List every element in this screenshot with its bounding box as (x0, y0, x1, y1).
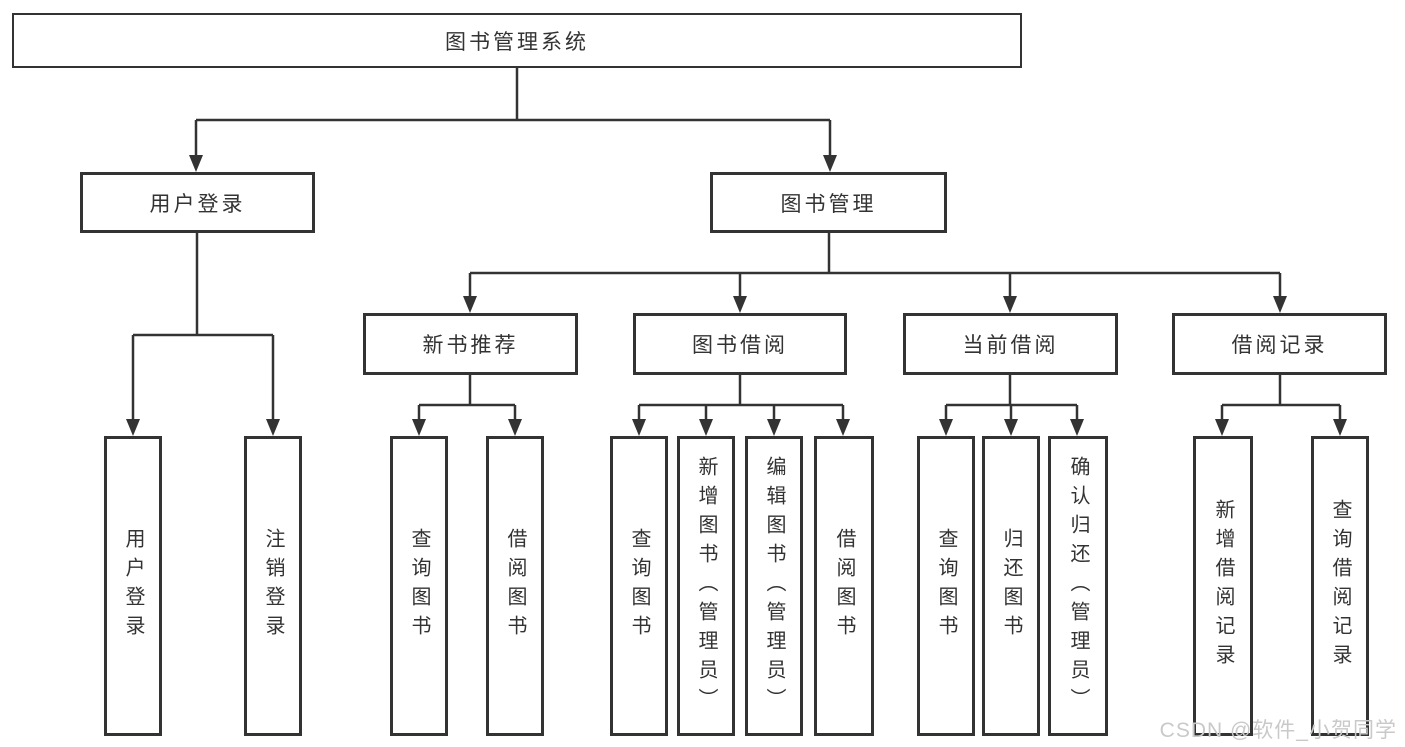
leaf-user-login-label: 用户登录 (122, 528, 144, 644)
node-book-management: 图书管理 (710, 172, 947, 233)
connector-current-borrowing-to-leaves (944, 375, 1079, 421)
leaf-records-query-record-label: 查询借阅记录 (1329, 499, 1351, 673)
leaf-records-add-record-label: 新增借阅记录 (1212, 499, 1234, 673)
leaf-current-return-books: 归还图书 (982, 436, 1040, 736)
node-book-borrowing-label: 图书借阅 (692, 334, 788, 357)
connector-book-management-to-level3 (468, 233, 1282, 298)
connector-root-to-level2 (194, 68, 832, 157)
node-user-login-label: 用户登录 (149, 192, 246, 216)
leaf-borrowing-edit-books-admin-label: 编辑图书（管理员） (763, 455, 785, 717)
leaf-current-query-books-label: 查询图书 (935, 528, 957, 644)
leaf-borrowing-add-books-admin-label: 新增图书（管理员） (695, 455, 717, 717)
leaf-borrowing-add-books-admin: 新增图书（管理员） (677, 436, 735, 736)
leaf-recommend-query-books-label: 查询图书 (408, 528, 430, 644)
arrowheads (126, 155, 1347, 436)
node-library-management-system-label: 图书管理系统 (445, 30, 589, 54)
leaf-logout: 注销登录 (244, 436, 302, 736)
node-book-management-label: 图书管理 (780, 192, 877, 216)
node-current-borrowing: 当前借阅 (903, 313, 1118, 375)
node-library-management-system: 图书管理系统 (12, 13, 1022, 68)
leaf-borrowing-query-books-label: 查询图书 (628, 528, 650, 644)
leaf-borrowing-borrow-books-label: 借阅图书 (833, 528, 855, 644)
leaf-current-return-books-label: 归还图书 (1000, 528, 1022, 644)
connector-user-login-to-leaves (131, 233, 275, 421)
leaf-current-confirm-return-admin: 确认归还（管理员） (1048, 436, 1108, 736)
leaf-records-query-record: 查询借阅记录 (1311, 436, 1369, 736)
node-borrowing-records-label: 借阅记录 (1231, 334, 1328, 357)
leaf-borrowing-borrow-books: 借阅图书 (814, 436, 874, 736)
node-current-borrowing-label: 当前借阅 (962, 334, 1059, 357)
node-book-borrowing: 图书借阅 (633, 313, 847, 375)
connector-new-book-recommend-to-leaves (417, 375, 517, 421)
connector-borrowing-records-to-leaves (1220, 375, 1342, 421)
connector-book-borrowing-to-leaves (637, 375, 845, 421)
leaf-borrowing-edit-books-admin: 编辑图书（管理员） (745, 436, 803, 736)
node-user-login: 用户登录 (80, 172, 315, 233)
leaf-user-login: 用户登录 (104, 436, 162, 736)
leaf-recommend-borrow-books-label: 借阅图书 (504, 528, 526, 644)
node-borrowing-records: 借阅记录 (1172, 313, 1387, 375)
leaf-current-query-books: 查询图书 (917, 436, 975, 736)
csdn-watermark: CSDN @软件_小贺同学 (1159, 719, 1397, 742)
leaf-borrowing-query-books: 查询图书 (610, 436, 668, 736)
leaf-current-confirm-return-admin-label: 确认归还（管理员） (1067, 455, 1089, 717)
leaf-recommend-borrow-books: 借阅图书 (486, 436, 544, 736)
leaf-recommend-query-books: 查询图书 (390, 436, 448, 736)
node-new-book-recommend-label: 新书推荐 (422, 334, 519, 357)
node-new-book-recommend: 新书推荐 (363, 313, 578, 375)
leaf-records-add-record: 新增借阅记录 (1193, 436, 1253, 736)
leaf-logout-label: 注销登录 (262, 528, 284, 644)
